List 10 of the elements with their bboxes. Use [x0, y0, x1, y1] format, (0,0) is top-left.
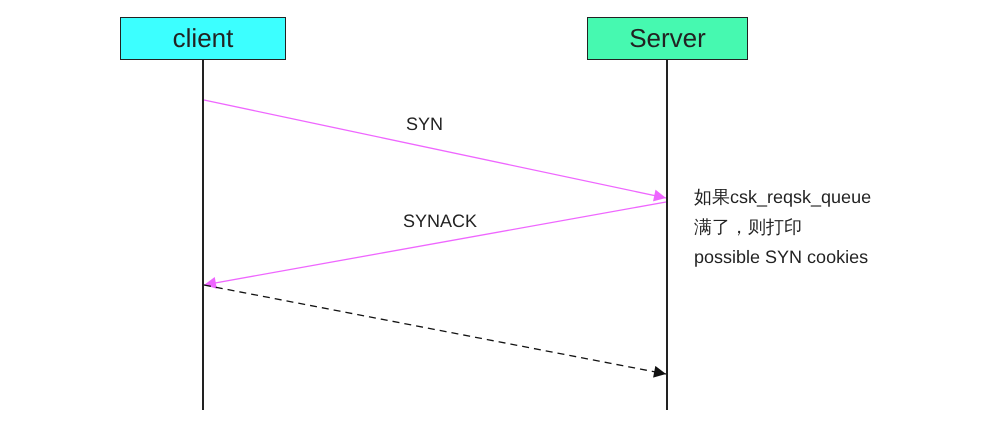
lifeline: [202, 60, 204, 410]
lifeline: [666, 60, 668, 410]
message-arrow: [204, 284, 666, 378]
message-arrow: [204, 99, 666, 202]
note-text: 如果csk_reqsk_queue 满了，则打印 possible SYN cookies: [694, 186, 872, 269]
participant-name: Server: [629, 23, 706, 54]
participant-name: client: [172, 23, 234, 54]
message-arrow: [204, 201, 666, 289]
participant-box: [587, 17, 748, 60]
participant-box: [120, 17, 286, 60]
